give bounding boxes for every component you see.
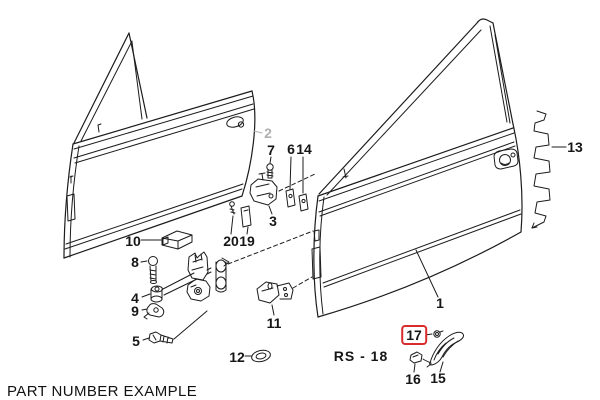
sheet-code: RS - 18 (333, 348, 389, 364)
right-door (311, 18, 523, 318)
part-label-19[interactable]: 19 (239, 233, 255, 249)
part-5-bolt (142, 310, 208, 344)
part-label-17[interactable]: 17 (401, 325, 427, 345)
left-door-handle (226, 116, 245, 128)
part-15-bracket (426, 331, 464, 373)
part-10-buffer (140, 230, 193, 250)
part-label-9[interactable]: 9 (131, 303, 139, 319)
part-label-13[interactable]: 13 (567, 139, 583, 155)
part-12-grommet (244, 349, 271, 363)
part-14-plate (298, 156, 309, 212)
assembly-dashed-lines (227, 173, 316, 289)
part-label-12[interactable]: 12 (229, 349, 245, 365)
part-label-15[interactable]: 15 (430, 370, 446, 386)
part-3-upper-hinge (249, 172, 278, 215)
part-label-14[interactable]: 14 (296, 141, 312, 157)
part-label-1[interactable]: 1 (436, 295, 444, 311)
caption: PART NUMBER EXAMPLE (7, 383, 198, 400)
part-9-clip (141, 303, 165, 320)
part-label-3[interactable]: 3 (269, 213, 277, 229)
part-label-4[interactable]: 4 (131, 290, 139, 306)
part-label-10[interactable]: 10 (125, 233, 141, 249)
part-label-20[interactable]: 20 (223, 233, 239, 249)
part-6-plate (285, 156, 296, 208)
part-20-screw (229, 201, 236, 235)
part-label-8[interactable]: 8 (131, 254, 139, 270)
part-label-11[interactable]: 11 (266, 315, 282, 331)
part-label-7[interactable]: 7 (267, 142, 275, 158)
check-strap-assembly (186, 251, 230, 302)
part-label-16[interactable]: 16 (405, 371, 421, 387)
part-13-channel-strip (531, 110, 567, 229)
part-19-plate (240, 205, 252, 235)
left-door (63, 32, 263, 259)
part-8-bolt (140, 256, 158, 284)
part-label-2[interactable]: 2 (264, 125, 272, 141)
part-7-screw (266, 156, 274, 179)
part-label-5[interactable]: 5 (132, 333, 140, 349)
part-11-lower-hinge (256, 281, 294, 316)
part-4-check-strap (141, 272, 198, 303)
right-door-handle (493, 148, 519, 170)
part-16-clip (409, 351, 432, 373)
part-label-6[interactable]: 6 (287, 141, 295, 157)
